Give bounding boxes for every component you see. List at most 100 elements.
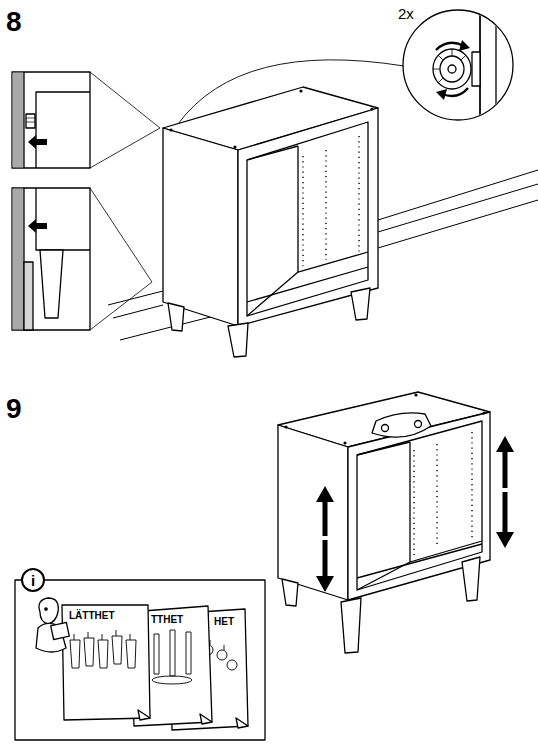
cabinet-part: [357, 562, 410, 590]
cabinet: [163, 87, 378, 357]
cabinet-part: [462, 557, 480, 601]
booklet-part-part: [112, 636, 122, 664]
cabinet-part-part: [482, 411, 485, 414]
magnifier-part-part: [438, 78, 443, 83]
info-panel-part: [15, 580, 265, 740]
booklet-part: [200, 714, 212, 724]
magnifier-part-part: [472, 52, 480, 86]
wall-line-part: [113, 305, 163, 318]
cabinet-part: [409, 442, 410, 562]
booklet-part-part: [74, 634, 75, 640]
magnifier-part-part: [433, 69, 440, 70]
cabinet: [278, 392, 490, 653]
cabinet-part: [169, 89, 373, 148]
booklet-part-part: [116, 630, 117, 636]
booklet-title: HET: [214, 617, 234, 627]
cabinet-part: [303, 136, 359, 266]
cabinet-part: [282, 579, 298, 606]
cabinet-part: [357, 442, 410, 455]
magnifier-part-part: [448, 65, 456, 73]
step-number: 8: [6, 8, 22, 36]
detail-callout-part: [26, 114, 35, 128]
detail-callout-part: [90, 282, 152, 330]
magnifier-part-part: [495, 0, 496, 140]
detail-callout-part: [12, 188, 90, 330]
cabinet-part: [297, 146, 298, 272]
detail-callout-part: [28, 135, 47, 149]
detail-callout-part: [90, 128, 160, 168]
booklet-part-part: [217, 650, 227, 660]
magnifier-part: [178, 60, 404, 124]
booklet-part-part: [227, 660, 237, 670]
info-icon: i: [21, 568, 45, 592]
cabinet-part: [415, 421, 422, 428]
magnifier-part-part: [452, 49, 453, 56]
cabinet-part: [247, 272, 298, 316]
wall-line-part: [378, 184, 538, 232]
detail-callout: [12, 72, 160, 168]
magnifier-part-part: [480, 0, 520, 140]
booklet-part-part: [224, 645, 225, 650]
adjust-arrow-part: [496, 532, 514, 548]
detail-callout-part: [13, 189, 24, 330]
cabinet-part-part: [302, 156, 303, 266]
reader-figure-part: [45, 608, 47, 610]
magnifier-part-part: [459, 40, 470, 51]
wall-line-part: [378, 200, 538, 248]
detail-callout-part: [36, 92, 90, 168]
adjust-arrow-part: [316, 486, 334, 502]
booklet-title: TTHET: [151, 615, 183, 625]
magnifier-part-part: [461, 55, 466, 60]
detail-callout-part: [13, 73, 24, 168]
magnifier-part-part: [440, 56, 464, 82]
booklet-part: [236, 718, 248, 728]
cabinet-part-part: [343, 441, 346, 444]
cabinet-part: [348, 412, 490, 600]
cabinet-part-part: [413, 450, 414, 555]
cabinet-part: [238, 108, 378, 326]
adjust-arrow-part: [501, 488, 509, 492]
cabinet-part: [284, 393, 485, 444]
step-number: 9: [6, 395, 22, 423]
booklet-part-part: [130, 634, 131, 640]
cabinet-part-part: [299, 89, 302, 92]
detail-callout-part: [36, 188, 90, 250]
cabinet-part: [247, 146, 298, 160]
reader-figure-part: [39, 598, 58, 624]
wall-line-part: [378, 170, 538, 220]
booklet-part-part: [152, 676, 192, 684]
booklet-part: [70, 630, 136, 668]
booklet-part-part: [88, 632, 89, 638]
cabinet-part-part: [471, 432, 472, 540]
cabinet-part: [163, 128, 238, 326]
wall-line-part: [108, 291, 163, 305]
booklet-part-part: [186, 632, 191, 674]
detail-callout-part: [23, 72, 24, 168]
cabinet-part: [278, 425, 348, 600]
booklet-part-part: [98, 640, 108, 668]
cabinet-part-part: [414, 393, 417, 396]
detail-callout-part: [28, 219, 47, 233]
cabinet-part: [414, 432, 472, 555]
adjust-arrow: [316, 436, 514, 592]
illustration-part: [12, 0, 538, 740]
cabinet-part: [247, 122, 368, 316]
detail-callout-part: [90, 72, 160, 128]
cabinet-part: [341, 598, 361, 653]
reader-figure: [36, 598, 69, 652]
cabinet-part-part: [325, 150, 326, 260]
adjust-arrow-part: [316, 576, 334, 592]
cabinet-part-part: [169, 128, 172, 131]
info-panel: [15, 580, 265, 740]
cabinet-part: [298, 252, 368, 272]
detail-callout-part: [40, 250, 63, 318]
detail-callout: [12, 188, 152, 330]
booklet-part-part: [154, 634, 159, 674]
magnifier-part-part: [433, 49, 471, 89]
cabinet-part: [372, 413, 431, 437]
adjust-arrow-part: [321, 536, 329, 540]
detail-callout-part: [24, 262, 33, 330]
cabinet-part-part: [436, 444, 437, 548]
icon-letter: i: [31, 573, 35, 588]
